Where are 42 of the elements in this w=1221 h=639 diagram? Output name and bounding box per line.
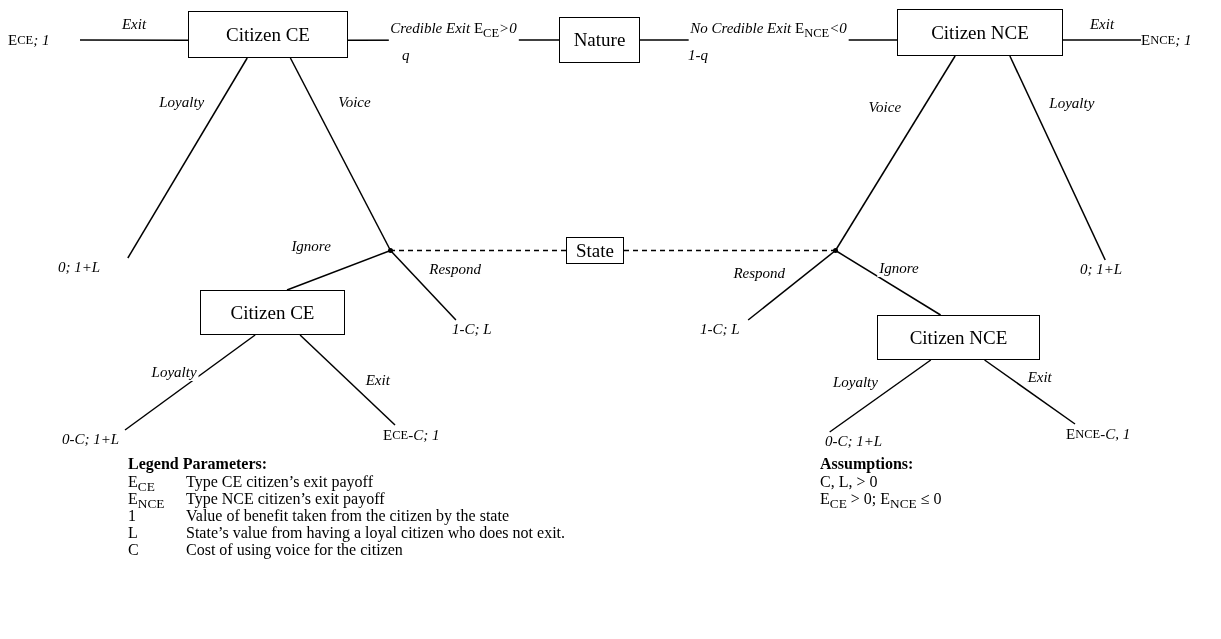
- legend-text: C: [128, 541, 139, 559]
- legend-text: 1: [128, 507, 136, 525]
- legend-text: Value of benefit taken from the citizen by the state: [186, 507, 509, 525]
- probability-label: 1-q: [688, 47, 708, 64]
- payoff-label: 0-C; 1+L: [825, 432, 903, 450]
- tree-branch: [828, 359, 932, 433]
- legend-text: L: [128, 524, 138, 542]
- edge-label: No Credible Exit E$_{NCE}$<0: [688, 20, 849, 41]
- edge-label: Respond: [427, 261, 483, 279]
- payoff-label: 0; 1+L: [1080, 260, 1140, 278]
- tree-branch: [127, 57, 248, 259]
- tree-branch: [299, 334, 396, 426]
- section-heading: Assumptions:: [820, 455, 914, 473]
- edge-label: Loyalty: [157, 94, 207, 111]
- tree-branch: [1009, 55, 1106, 261]
- payoff-label: 0; 1+L: [58, 258, 130, 276]
- payoff-label: 1-C; L: [700, 320, 756, 338]
- legend-text: Cost of using voice for the citizen: [186, 541, 403, 559]
- payoff-label: 1-C; L: [452, 320, 508, 338]
- edge-label: Credible Exit E$_{CE}$>0: [388, 20, 519, 42]
- tree-branch: [79, 39, 189, 41]
- tree-branch: [1062, 39, 1142, 41]
- decision-node-box: Nature: [559, 17, 640, 63]
- decision-node-box: Citizen NCE: [877, 315, 1040, 360]
- section-heading: Legend Parameters:: [128, 455, 268, 473]
- branch-point: [388, 248, 393, 253]
- tree-branch: [124, 334, 256, 431]
- tree-branch: [983, 359, 1076, 425]
- probability-label: q: [402, 47, 410, 64]
- branch-point: [833, 248, 838, 253]
- payoff-label: 0-C; 1+L: [62, 430, 137, 448]
- legend-text: Type CE citizen’s exit payoff: [186, 473, 373, 491]
- decision-node-box: Citizen NCE: [897, 9, 1063, 56]
- legend-text: C, L, > 0: [820, 473, 878, 491]
- edge-label: Ignore: [289, 238, 333, 256]
- legend-text: State’s value from having a loyal citizen who does not exit.: [186, 524, 565, 542]
- edge-label: Respond: [731, 265, 788, 283]
- legend-text: E$_{CE}$ > 0; E$_{NCE}$ ≤ 0: [820, 490, 942, 513]
- decision-node-box: Citizen CE: [200, 290, 345, 335]
- decision-node-box: Citizen CE: [188, 11, 348, 58]
- decision-node-box: State: [566, 237, 624, 264]
- legend-text: Type NCE citizen’s exit payoff: [186, 490, 385, 508]
